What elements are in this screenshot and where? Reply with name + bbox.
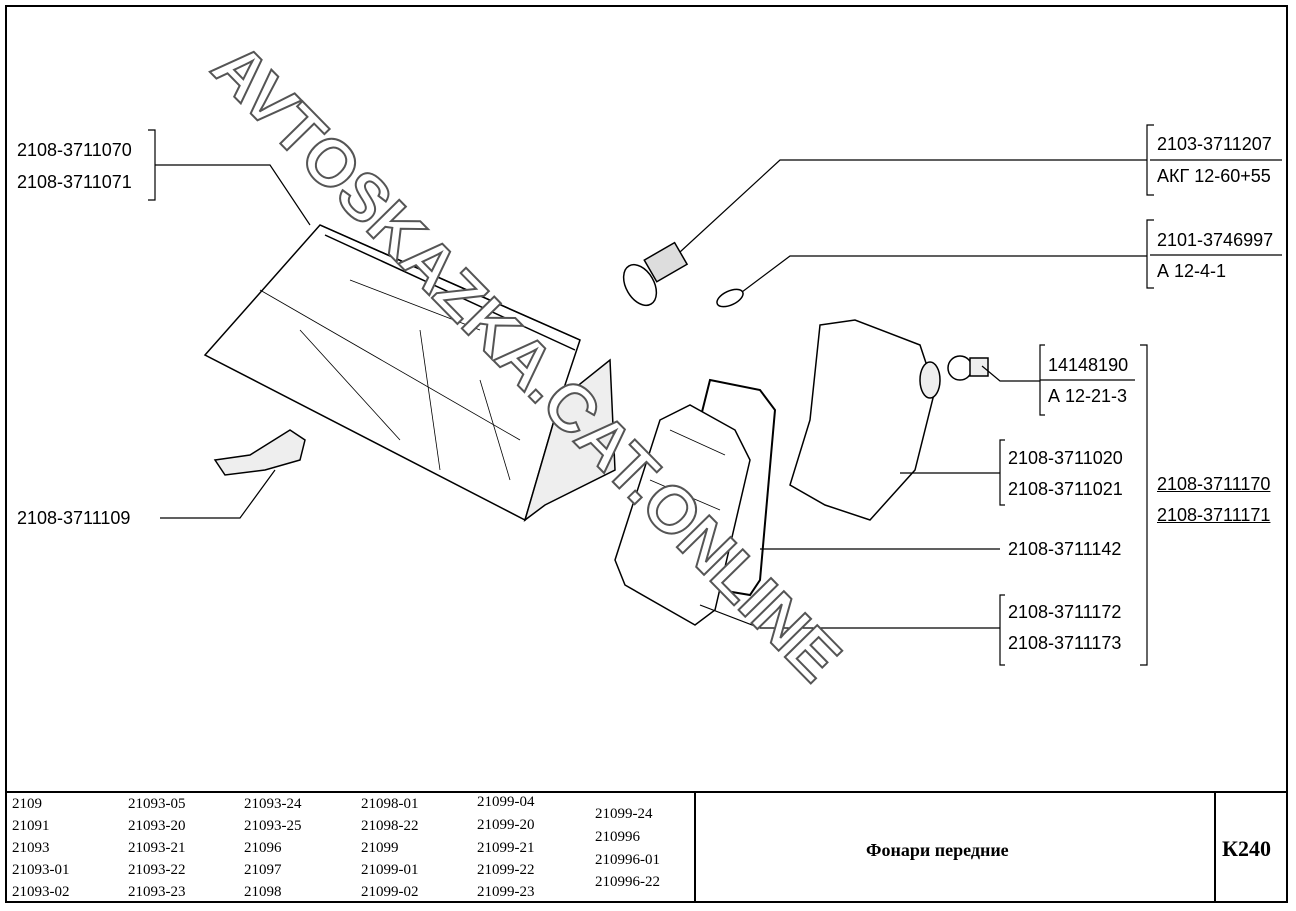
housing-socket <box>919 361 941 399</box>
model-item: 21098 <box>244 884 282 900</box>
bracket-drawing <box>213 429 306 476</box>
main-bulb-part-number: 2103-3711207 <box>1157 134 1272 154</box>
model-item: 21093-02 <box>12 884 70 900</box>
model-item: 21099-02 <box>361 884 419 900</box>
lens-drawing <box>614 404 751 626</box>
model-item: 21099-22 <box>477 862 535 878</box>
model-list: 2109 21091 21093 21093-01 21093-02 21093… <box>7 792 695 902</box>
side-bulb-type: А 12-4-1 <box>1157 261 1227 281</box>
main-bulb-drawing <box>622 241 689 307</box>
model-item: 210996-22 <box>595 874 660 890</box>
model-item: 21093 <box>12 840 50 856</box>
main-bulb-type: АКГ 12-60+55 <box>1157 166 1271 186</box>
model-item: 21093-25 <box>244 818 302 834</box>
turn-bulb-type: А 12-21-3 <box>1048 386 1128 406</box>
model-item: 2109 <box>12 796 42 812</box>
model-item: 21093-20 <box>128 818 186 834</box>
model-item: 21093-24 <box>244 796 302 812</box>
bracket-part-number: 2108-3711109 <box>17 508 131 528</box>
model-item: 21099-01 <box>361 862 419 878</box>
model-item: 21096 <box>244 840 282 856</box>
page-title: Фонари передние <box>866 840 1009 860</box>
model-item: 21098-01 <box>361 796 419 812</box>
model-item: 210996 <box>595 829 640 845</box>
model-item: 21099-24 <box>595 806 653 822</box>
page-code: К240 <box>1222 836 1271 861</box>
model-item: 21099-20 <box>477 817 535 833</box>
model-item: 21099-04 <box>477 794 535 810</box>
turn-bulb-drawing <box>947 355 989 381</box>
headlamp-drawing <box>203 224 616 522</box>
side-bulb-drawing <box>716 288 744 308</box>
model-item: 21099-23 <box>477 884 535 900</box>
model-item: 21099 <box>361 840 399 856</box>
drawing-frame <box>5 5 1288 903</box>
model-item: 21093-22 <box>128 862 186 878</box>
gasket-part-number: 2108-3711142 <box>1008 539 1122 559</box>
model-item: 210996-01 <box>595 852 660 868</box>
turn-assembly-part-number: 2108-3711171 <box>1157 505 1271 525</box>
model-item: 21097 <box>244 862 282 878</box>
model-item: 21093-05 <box>128 796 186 812</box>
model-item: 21093-01 <box>12 862 70 878</box>
turn-housing-part-number: 2108-3711021 <box>1008 479 1123 499</box>
lens-part-number: 2108-3711173 <box>1008 633 1122 653</box>
leader-lines <box>148 124 1282 666</box>
model-item: 21099-21 <box>477 840 535 856</box>
turn-assembly-part-number: 2108-3711170 <box>1157 474 1271 494</box>
lens-part-number: 2108-3711172 <box>1008 602 1122 622</box>
model-item: 21093-21 <box>128 840 186 856</box>
headlamp-part-number: 2108-3711071 <box>17 172 132 192</box>
turn-bulb-part-number: 14148190 <box>1048 355 1129 375</box>
model-item: 21093-23 <box>128 884 186 900</box>
side-bulb-part-number: 2101-3746997 <box>1157 230 1274 250</box>
model-item: 21098-22 <box>361 818 419 834</box>
turn-housing-part-number: 2108-3711020 <box>1008 448 1123 468</box>
turn-housing-drawing <box>789 319 936 521</box>
model-item: 21091 <box>12 818 50 834</box>
headlamp-part-number: 2108-3711070 <box>17 140 132 160</box>
title-block-lines <box>5 791 1288 903</box>
